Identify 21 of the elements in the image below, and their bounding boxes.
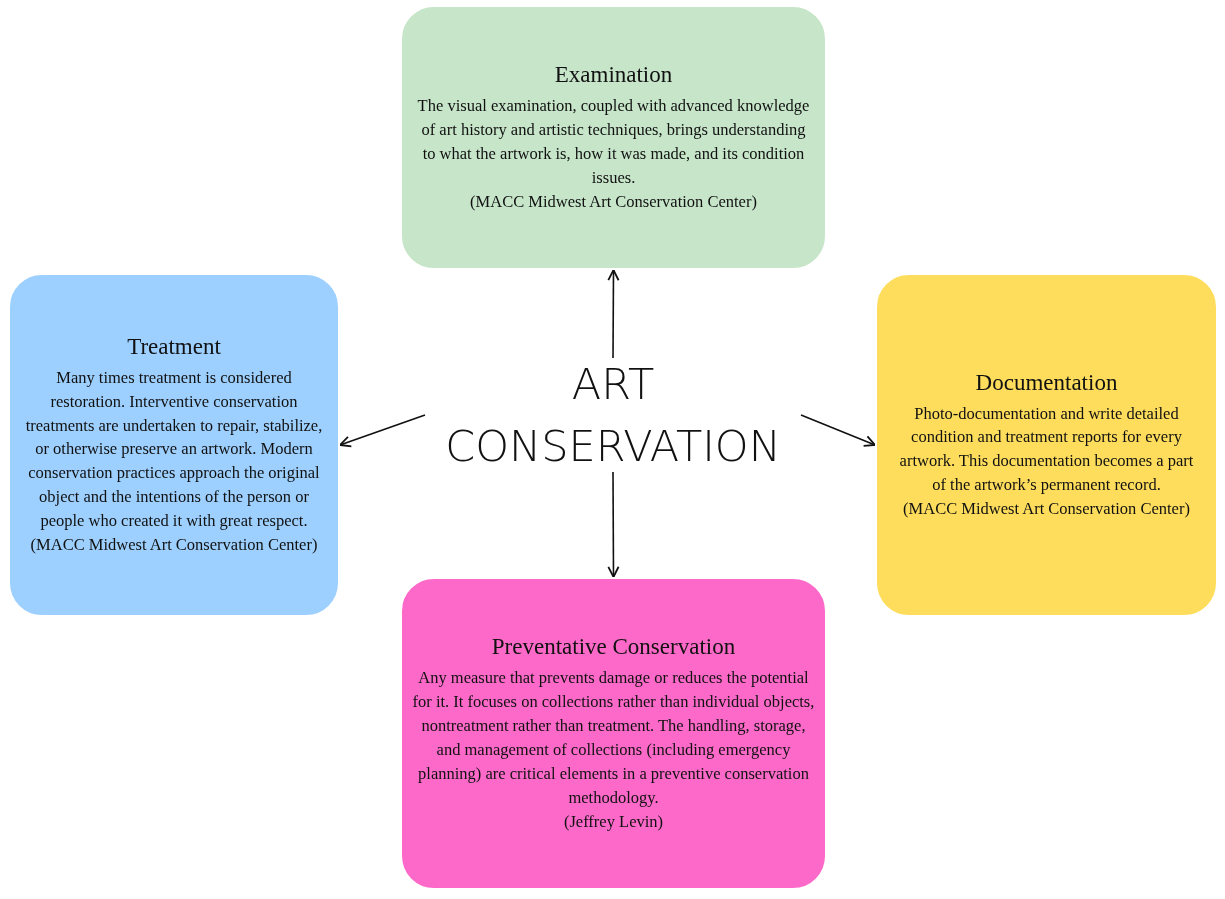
topic-card xyxy=(8,273,340,617)
topic-card xyxy=(400,577,827,890)
source-citation: (MACC Midwest Art Conservation Center) xyxy=(903,498,1190,521)
arrow xyxy=(339,414,426,448)
card-title: Documentation xyxy=(975,368,1118,397)
card-description: Many times treatment is considered restoration. Interventive conservation treatments are undertaken to repair, stabilize, or otherwise preserve an artwork. Modern conservation practices approach the original object and the intentions of the person or people who created it with great respect. xyxy=(24,366,324,533)
center-title: ART CONSERVATION xyxy=(444,357,782,473)
card-description: Photo-documentation and write detailed condition and treatment reports for every artwork. This documentation becomes a part of the artwork’s permanent record. xyxy=(898,402,1195,497)
card-title: Treatment xyxy=(127,332,221,361)
topic-card xyxy=(400,5,827,270)
topic-card xyxy=(875,273,1218,617)
card-title: Examination xyxy=(554,61,673,90)
arrow xyxy=(607,269,620,359)
card-title: Preventative Conservation xyxy=(491,633,736,662)
arrow xyxy=(800,414,876,447)
card-description: The visual examination, coupled with advanced knowledge of art history and artistic techniques, brings understanding to what the artwork is, how it was made, and its condition issues. xyxy=(416,95,811,189)
card-description: Any measure that prevents damage or reduces the potential for it. It focuses on collections rather than individual objects, nontreatment rather than treatment. The handling, storage, and management of collections (including emergency planning) are critical elements in a preventive conservation methodology. xyxy=(411,667,816,809)
source-citation: (Jeffrey Levin) xyxy=(563,810,664,833)
source-citation: (MACC Midwest Art Conservation Center) xyxy=(30,534,318,557)
arrow xyxy=(607,471,620,578)
source-citation: (MACC Midwest Art Conservation Center) xyxy=(470,190,757,213)
